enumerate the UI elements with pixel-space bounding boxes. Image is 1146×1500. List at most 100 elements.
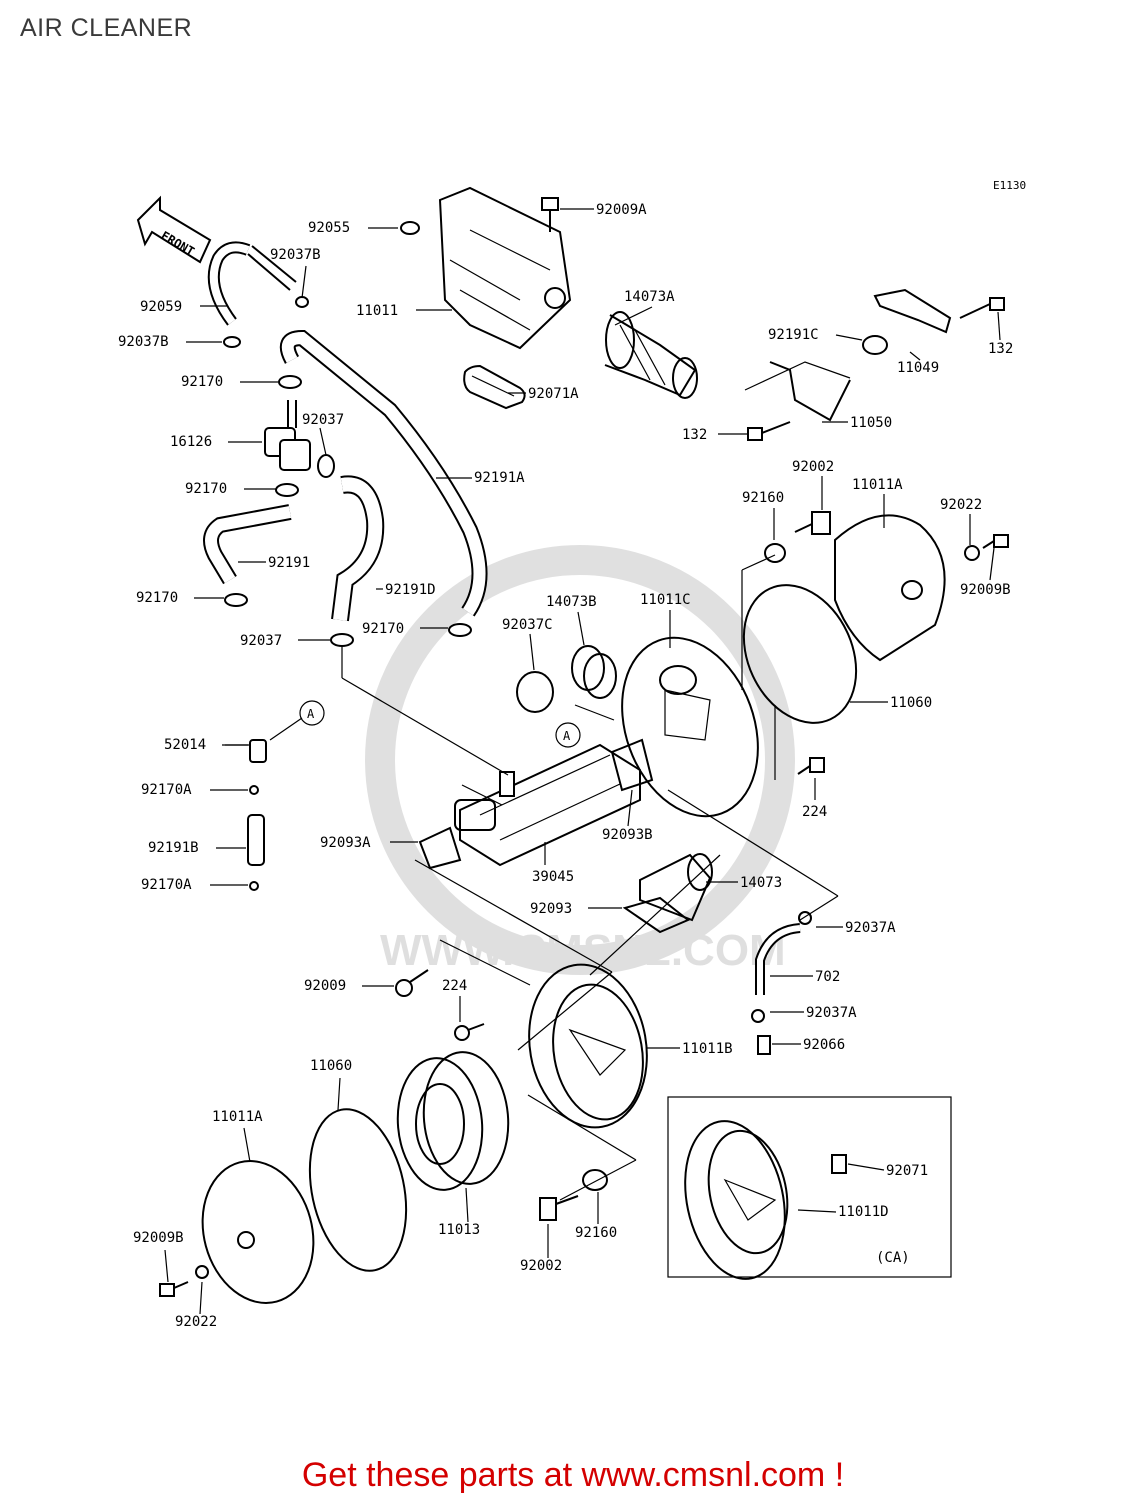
- part-number-label[interactable]: 92191C: [768, 327, 819, 343]
- part-number-label[interactable]: 92009B: [133, 1230, 184, 1246]
- bolt-224-right: [797, 757, 825, 775]
- backplate-11011C: [621, 636, 759, 818]
- part-number-label[interactable]: 224: [442, 978, 467, 994]
- part-number-label[interactable]: 92191A: [474, 470, 525, 486]
- part-number-label[interactable]: 92009: [304, 978, 346, 994]
- o-ring-92055: [400, 221, 420, 235]
- part-number-label[interactable]: 14073: [740, 875, 782, 891]
- part-number-label[interactable]: 92170A: [141, 877, 192, 893]
- part-number-label[interactable]: 11011C: [640, 592, 691, 608]
- gasket-92093: [622, 896, 690, 934]
- part-number-label[interactable]: 92059: [140, 299, 182, 315]
- ring-14073B: [571, 645, 617, 699]
- gasket-92093B: [610, 738, 654, 792]
- part-number-label[interactable]: 92160: [575, 1225, 617, 1241]
- part-number-label[interactable]: 92191: [268, 555, 310, 571]
- footer-link[interactable]: Get these parts at www.cmsnl.com !: [301, 1456, 845, 1494]
- part-number-label[interactable]: 11060: [890, 695, 932, 711]
- leader-line: [614, 306, 653, 326]
- part-number-label[interactable]: 92009A: [596, 202, 647, 218]
- gasket-92093A: [418, 826, 462, 870]
- part-number-label[interactable]: 702: [815, 969, 840, 985]
- leader-line: [835, 334, 863, 341]
- part-number-label[interactable]: 11050: [850, 415, 892, 431]
- part-number-label[interactable]: 224: [802, 804, 827, 820]
- fitting-92066: [757, 1035, 771, 1055]
- part-number-label[interactable]: 92037B: [270, 247, 321, 263]
- leader-line: [529, 633, 535, 671]
- svg-text:A: A: [563, 729, 571, 743]
- part-number-label[interactable]: 11013: [438, 1222, 480, 1238]
- part-number-label[interactable]: 92071: [886, 1163, 928, 1179]
- part-number-label[interactable]: 92037: [302, 412, 344, 428]
- leader-line: [627, 789, 633, 827]
- backplate-11011B: [528, 963, 648, 1129]
- bracket-11050: [744, 361, 851, 441]
- duct-14073A: [604, 311, 698, 399]
- part-number-label[interactable]: 92037: [240, 633, 282, 649]
- part-number-label[interactable]: 132: [682, 427, 707, 443]
- part-number-label[interactable]: 11011B: [682, 1041, 733, 1057]
- part-number-label[interactable]: 92170: [136, 590, 178, 606]
- part-number-label[interactable]: 16126: [170, 434, 212, 450]
- part-number-label[interactable]: 11060: [310, 1058, 352, 1074]
- inset-label: (CA): [876, 1250, 910, 1266]
- leader-line: [989, 547, 995, 581]
- part-number-label[interactable]: 39045: [532, 869, 574, 885]
- part-number-label[interactable]: 92022: [940, 497, 982, 513]
- part-number-label[interactable]: 92037B: [118, 334, 169, 350]
- leader-line: [164, 1249, 169, 1283]
- part-number-label[interactable]: 92160: [742, 490, 784, 506]
- bolt-224-lower: [454, 1023, 485, 1041]
- part-number-label[interactable]: 92066: [803, 1037, 845, 1053]
- part-number-label[interactable]: 92093B: [602, 827, 653, 843]
- part-number-label[interactable]: 11011A: [852, 477, 903, 493]
- part-number-label[interactable]: 14073A: [624, 289, 675, 305]
- duct-14073: [639, 853, 713, 922]
- part-number-label[interactable]: 92093A: [320, 835, 371, 851]
- bolt-92009: [395, 969, 429, 997]
- bracket-11049: [862, 288, 1005, 355]
- part-number-label[interactable]: 92170A: [141, 782, 192, 798]
- front-arrow-icon: FRONT: [136, 195, 212, 264]
- part-number-label[interactable]: 92170: [185, 481, 227, 497]
- part-number-label[interactable]: 92022: [175, 1314, 217, 1330]
- part-number-label[interactable]: 92093: [530, 901, 572, 917]
- part-number-label[interactable]: 92191B: [148, 840, 199, 856]
- part-number-label[interactable]: 11011: [356, 303, 398, 319]
- page-title: AIR CLEANER: [20, 14, 193, 42]
- leader-line: [797, 1209, 837, 1213]
- part-number-label[interactable]: 92170: [181, 374, 223, 390]
- leader-line: [847, 1163, 885, 1171]
- element-11060-lower: [308, 1108, 408, 1272]
- channel-39045: [454, 743, 641, 867]
- part-number-label[interactable]: 14073B: [546, 594, 597, 610]
- valve-16126: [264, 400, 311, 471]
- tube-92191B: [247, 814, 265, 866]
- part-number-label[interactable]: 52014: [164, 737, 206, 753]
- part-number-label[interactable]: 92002: [520, 1258, 562, 1274]
- part-number-label[interactable]: 92191D: [385, 582, 436, 598]
- part-number-label[interactable]: 92002: [792, 459, 834, 475]
- fitting-52014: [249, 739, 267, 763]
- part-number-label[interactable]: 11049: [897, 360, 939, 376]
- part-number-label[interactable]: 92071A: [528, 386, 579, 402]
- part-number-label[interactable]: 92009B: [960, 582, 1011, 598]
- part-number-label[interactable]: 132: [988, 341, 1013, 357]
- svg-text:A: A: [307, 707, 315, 721]
- part-number-label[interactable]: 92055: [308, 220, 350, 236]
- part-number-label[interactable]: 11011D: [838, 1204, 889, 1220]
- element-11013: [396, 1051, 510, 1191]
- part-number-label[interactable]: 11011A: [212, 1109, 263, 1125]
- part-number-label[interactable]: 92170: [362, 621, 404, 637]
- ref-marker-a-center: A: [555, 722, 581, 748]
- cmsnl-watermark: WWW.CMSNL.COM: [365, 545, 795, 975]
- air-box-11011: [438, 186, 572, 350]
- leader-line: [909, 351, 921, 361]
- leader-line: [465, 1187, 469, 1223]
- part-number-label[interactable]: 92037A: [845, 920, 896, 936]
- part-number-label[interactable]: 92037A: [806, 1005, 857, 1021]
- part-number-label[interactable]: 92037C: [502, 617, 553, 633]
- leader-line: [301, 265, 307, 299]
